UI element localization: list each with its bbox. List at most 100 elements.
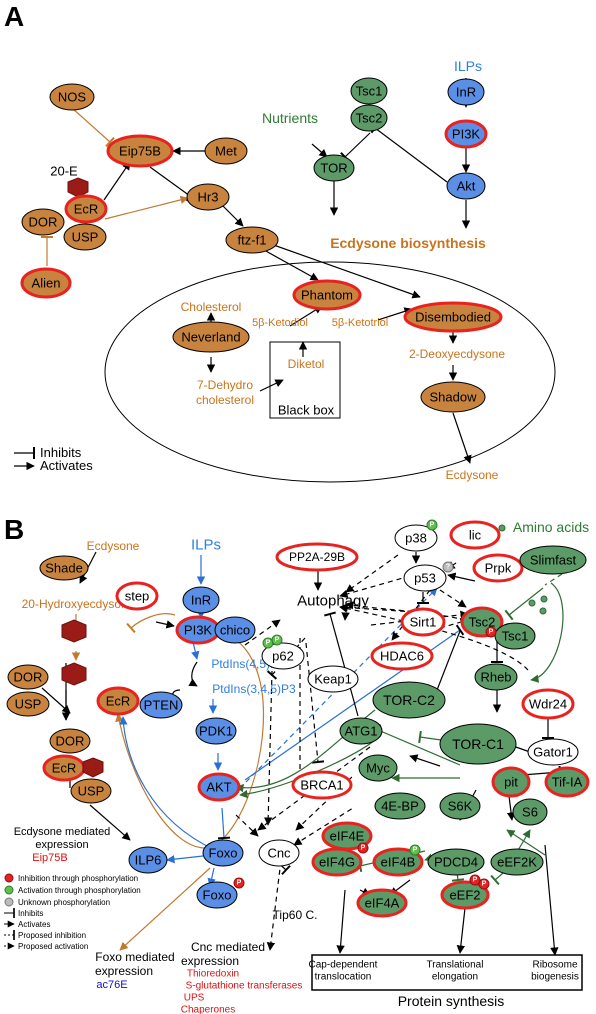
- eif4b-node: [372, 847, 424, 877]
- tif-ia-label: Tif-IA: [552, 775, 583, 790]
- ftz-f1-node: [225, 226, 279, 254]
- biosynthesis-compartment: [104, 261, 556, 483]
- ilps-label-a: ILPs: [454, 58, 482, 74]
- pi3k-label: PI3K: [452, 127, 481, 142]
- step-label: step: [125, 589, 150, 604]
- p53-node: [403, 564, 447, 592]
- s6-label: S6: [522, 805, 538, 820]
- panel-b-legend: Inhibition through phosphorylation Activ…: [4, 873, 141, 951]
- legend-proposed-inhibition: Proposed inhibition: [18, 931, 86, 940]
- myc-node: [358, 754, 398, 782]
- panel-a-edges: [41, 78, 472, 464]
- ecd-expr-gene: Eip75B: [32, 852, 67, 864]
- lic-node: [449, 520, 501, 550]
- autophagy-label: Autophagy: [297, 593, 369, 610]
- atg1-label: ATG1: [345, 724, 378, 739]
- svg-text:P: P: [482, 881, 487, 888]
- tor-c2-label: TOR-C2: [383, 692, 435, 708]
- svg-text:P: P: [237, 880, 242, 887]
- ecdysone-label-a: Ecdysone: [446, 468, 499, 482]
- tor-label: TOR: [320, 161, 347, 176]
- tsc2-label-b: Tsc2: [469, 615, 496, 630]
- phospho-inhibit-badge: P: [485, 626, 497, 638]
- tsc2-label: Tsc2: [356, 111, 383, 126]
- dor2-label: DOR: [56, 734, 85, 749]
- eef2k-label: eEF2K: [497, 855, 537, 870]
- rheb-label: Rheb: [480, 670, 511, 685]
- dehydro-label-1: 7-Dehydro: [197, 378, 253, 392]
- s6k-node: [439, 792, 481, 820]
- shadow-node: [420, 381, 486, 413]
- p62-label: p62: [272, 649, 294, 664]
- eif4a-label: eIF4A: [365, 896, 400, 911]
- met-label: Met: [215, 144, 237, 159]
- ribo-label-1: Ribosome: [532, 960, 577, 971]
- svg-text:P: P: [473, 877, 478, 884]
- usp2-label: USP: [78, 784, 105, 799]
- phospho-activate-badge: P: [426, 519, 438, 531]
- foxo-label: Foxo: [209, 846, 238, 861]
- hexagon-3: [82, 757, 104, 778]
- keap1-label: Keap1: [314, 672, 352, 687]
- legend-activation-phospho: Activation through phosphorylation: [18, 886, 141, 895]
- usp-node-b: [6, 691, 50, 717]
- amino-acid-dot-4: [539, 607, 547, 615]
- phospho-inhibit-badge: P: [262, 637, 274, 649]
- cnc-gene-2: S-glutathione transferases: [186, 981, 303, 992]
- cnc-label: Cnc: [267, 846, 291, 861]
- eef2k-node: [490, 848, 544, 876]
- tor-c1-label: TOR-C1: [452, 736, 504, 752]
- pten-label: PTEN: [144, 698, 179, 713]
- phospho-inhibit-badge: P: [478, 878, 490, 890]
- pi3k-label-b: PI3K: [184, 623, 213, 638]
- alien-node: [20, 267, 72, 299]
- tor-node: [313, 154, 355, 182]
- pit-label: pit: [504, 775, 518, 790]
- amino-acid-dot-3: [540, 595, 548, 603]
- pten-node: [139, 691, 183, 719]
- cnc-expr-line2: expression: [181, 954, 239, 968]
- hdac6-node: [370, 641, 434, 671]
- amino-acid-dot-2: [528, 599, 536, 607]
- ilp6-node: [128, 846, 168, 874]
- black-box-label: Black box: [278, 403, 335, 418]
- deoxyecdysone-label: 2-Deoxyecdysone: [409, 347, 505, 361]
- shadow-label: Shadow: [430, 390, 478, 405]
- trans-label-2: elongation: [432, 972, 478, 983]
- legend-unknown-phospho: Unknown phosphorylation: [18, 898, 110, 907]
- twenty-e-hexagon: [67, 177, 89, 198]
- ecd-expr-line1: Ecdysone mediated: [14, 826, 111, 838]
- eif4e-label: eIF4E: [330, 829, 365, 844]
- phospho-unknown-badge: ?: [442, 561, 454, 573]
- prpk-node: [472, 553, 524, 583]
- ecdysone-biosynthesis-label: Ecdysone biosynthesis: [330, 235, 486, 251]
- ecdysone-label-b: Ecdysone: [87, 539, 140, 553]
- diketol-label: Diketol: [288, 357, 325, 371]
- tif-ia-node: [544, 766, 590, 798]
- svg-text:P: P: [361, 845, 366, 852]
- usp-label: USP: [72, 230, 99, 245]
- pdk1-node: [195, 717, 237, 745]
- rheb-node: [474, 663, 518, 691]
- pdcd4-label: PDCD4: [434, 855, 478, 870]
- cholesterol-label: Cholesterol: [181, 300, 242, 314]
- phantom-label: Phantom: [301, 288, 353, 303]
- panel-a-label: A: [4, 1, 24, 32]
- svg-text:P: P: [275, 637, 280, 644]
- nos-node: [49, 83, 95, 111]
- tsc2-node: [350, 104, 388, 132]
- wdr24-node: [521, 688, 575, 720]
- cnc-expr-line1: Cnc mediated: [191, 940, 265, 954]
- chico-label: chico: [220, 623, 250, 638]
- foxo2-label: Foxo: [203, 888, 232, 903]
- phospho-inhibit-badge: P: [357, 842, 369, 854]
- svg-text:P: P: [413, 847, 418, 854]
- tsc1-label: Tsc1: [356, 84, 383, 99]
- dor-label-b: DOR: [14, 670, 43, 685]
- ecr2-label: EcR: [52, 761, 77, 776]
- met-node: [204, 137, 248, 165]
- shade-label: Shade: [45, 561, 83, 576]
- pdcd4-node: [427, 848, 485, 876]
- prpk-label: Prpk: [485, 561, 512, 576]
